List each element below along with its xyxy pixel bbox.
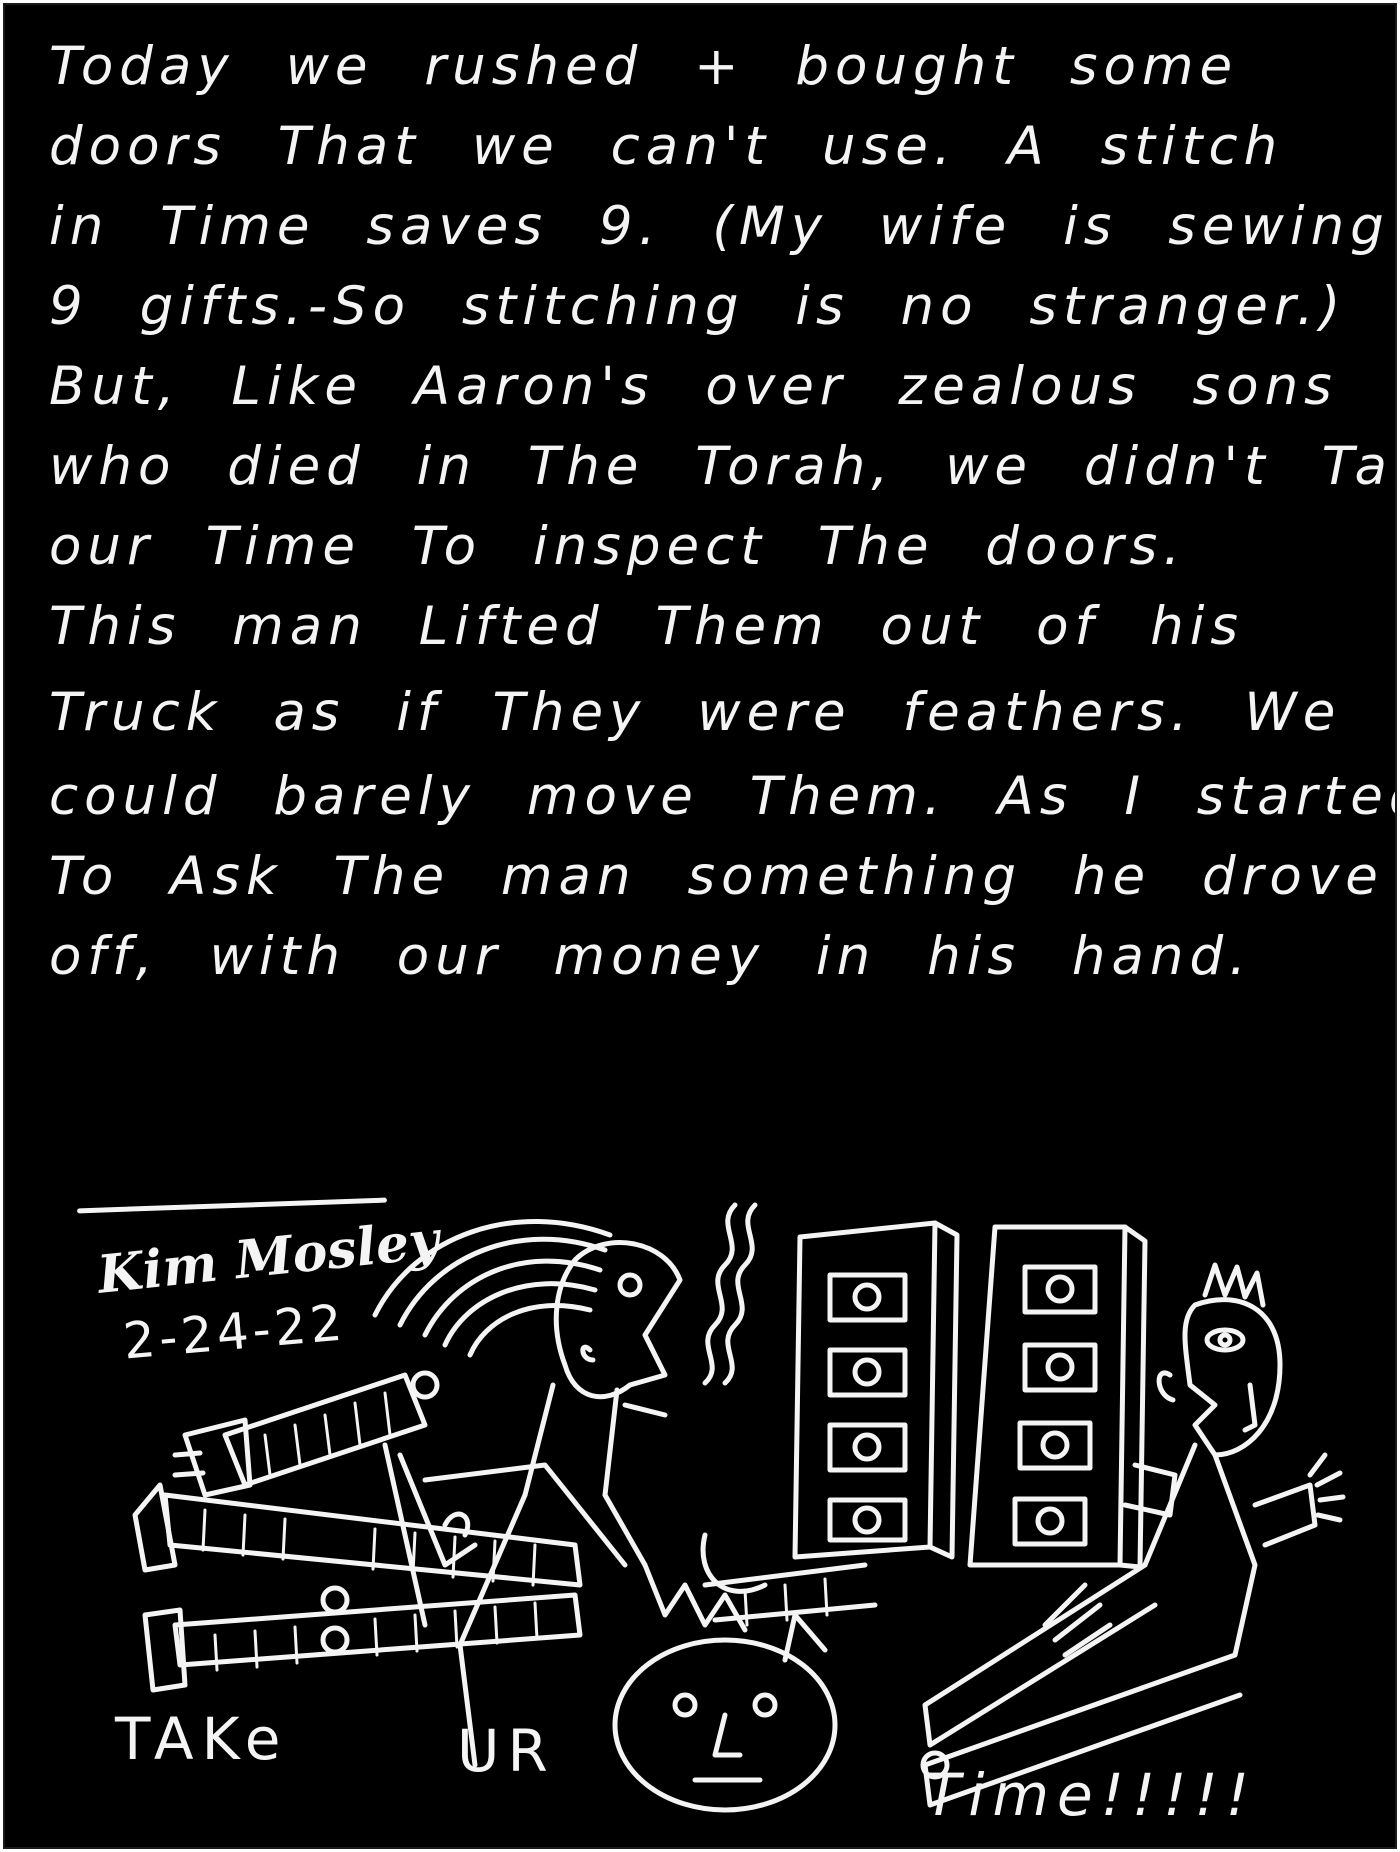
handwritten-story: Today we rushed + bought some doors That… <box>49 27 1397 997</box>
story-line-2: doors That we can't use. A stitch <box>49 116 1284 177</box>
story-line-4: 9 gifts.-So stitching is no stranger.) <box>49 276 1347 337</box>
limb-stripes <box>203 1393 827 1670</box>
caption-ur: UR <box>457 1717 556 1785</box>
story-line-6: who died in The Torah, we didn't Take <box>49 436 1397 497</box>
story-line-9: Truck as if They were feathers. We <box>49 682 1342 743</box>
smoke-swirl <box>705 1205 755 1383</box>
left-man-figure <box>135 1221 875 1765</box>
story-line-3: in Time saves 9. (My wife is sewing <box>49 196 1390 257</box>
figures-illustration <box>5 5 1397 1849</box>
story-line-11: To Ask The man something he drove <box>49 846 1384 907</box>
story-line-5: But, Like Aaron's over zealous sons <box>49 356 1338 417</box>
artwork-board: Today we rushed + bought some doors That… <box>3 3 1397 1849</box>
caption-time: Time!!!!! <box>925 1761 1257 1829</box>
story-line-7: our Time To inspect The doors. <box>49 516 1187 577</box>
story-line-12: off, with our money in his hand. <box>49 926 1253 987</box>
story-line-8: This man Lifted Them out of his <box>49 596 1245 657</box>
bottom-face <box>615 1565 835 1810</box>
door-left <box>795 1223 957 1557</box>
caption-take: TAKe <box>115 1705 289 1773</box>
door-right <box>970 1227 1145 1567</box>
story-line-10: could barely move Them. As I started <box>49 766 1397 827</box>
story-line-1: Today we rushed + bought some <box>49 36 1239 97</box>
right-figure <box>923 1265 1343 1805</box>
